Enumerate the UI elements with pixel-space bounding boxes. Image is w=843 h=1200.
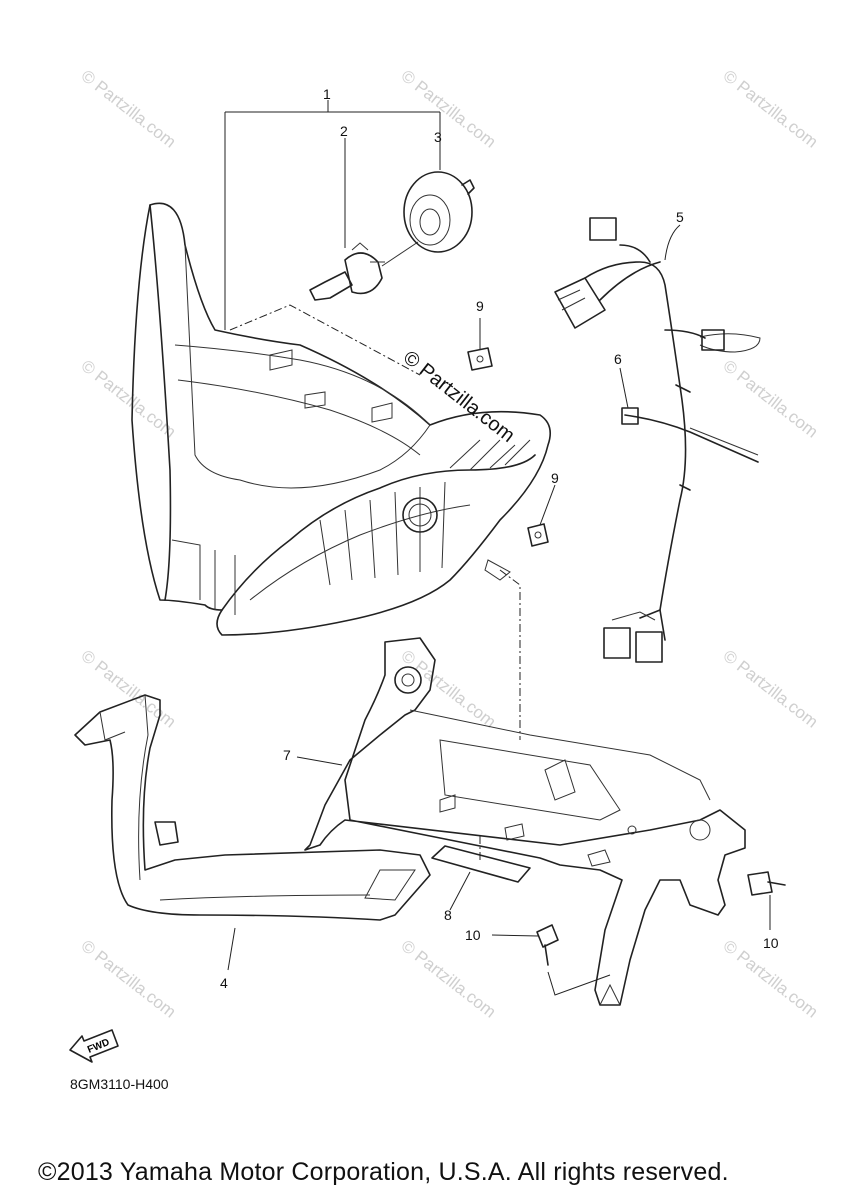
callout-numbers: 1 2 3 4 5 6 7 8 9 9 10 10 bbox=[220, 86, 779, 991]
callout-9-upper: 9 bbox=[476, 298, 484, 314]
stay-grommet bbox=[394, 666, 422, 694]
watermark-2: © Partzilla.com bbox=[398, 66, 500, 152]
callout-3: 3 bbox=[434, 129, 442, 145]
watermark-3: © Partzilla.com bbox=[720, 66, 822, 152]
headlight-bracket bbox=[74, 694, 431, 921]
callout-7: 7 bbox=[283, 747, 291, 763]
fwd-arrow-icon: FWD bbox=[69, 1029, 119, 1063]
wire-harness bbox=[554, 217, 761, 663]
callout-2: 2 bbox=[340, 123, 348, 139]
watermark-7: © Partzilla.com bbox=[398, 646, 500, 732]
diagram-code: 8GM3110-H400 bbox=[70, 1076, 169, 1092]
watermark-8: © Partzilla.com bbox=[720, 646, 822, 732]
headlight-stay bbox=[304, 637, 746, 1006]
callout-10-right: 10 bbox=[763, 935, 779, 951]
watermark-5: © Partzilla.com bbox=[720, 356, 822, 442]
watermark-1: © Partzilla.com bbox=[78, 66, 180, 152]
watermark-10: © Partzilla.com bbox=[398, 936, 500, 1022]
callout-8: 8 bbox=[444, 907, 452, 923]
watermark-9: © Partzilla.com bbox=[78, 936, 180, 1022]
headlight-assembly bbox=[131, 202, 551, 636]
center-watermark: © Partzilla.com bbox=[399, 347, 519, 447]
callout-5: 5 bbox=[676, 209, 684, 225]
headlight-bulb bbox=[309, 241, 419, 301]
position-lamp bbox=[402, 497, 438, 533]
callout-1: 1 bbox=[323, 86, 331, 102]
damper-strip bbox=[431, 845, 531, 883]
callout-9-lower: 9 bbox=[551, 470, 559, 486]
callout-10-left: 10 bbox=[465, 927, 481, 943]
callout-4: 4 bbox=[220, 975, 228, 991]
copyright-notice: ©2013 Yamaha Motor Corporation, U.S.A. A… bbox=[38, 1158, 729, 1186]
leader-lines bbox=[224, 100, 771, 996]
bulb-cover bbox=[403, 171, 475, 253]
watermark-layer: © Partzilla.com © Partzilla.com © Partzi… bbox=[78, 66, 822, 1022]
clip-nuts bbox=[467, 347, 549, 547]
bolts bbox=[536, 871, 786, 966]
callout-6: 6 bbox=[614, 351, 622, 367]
